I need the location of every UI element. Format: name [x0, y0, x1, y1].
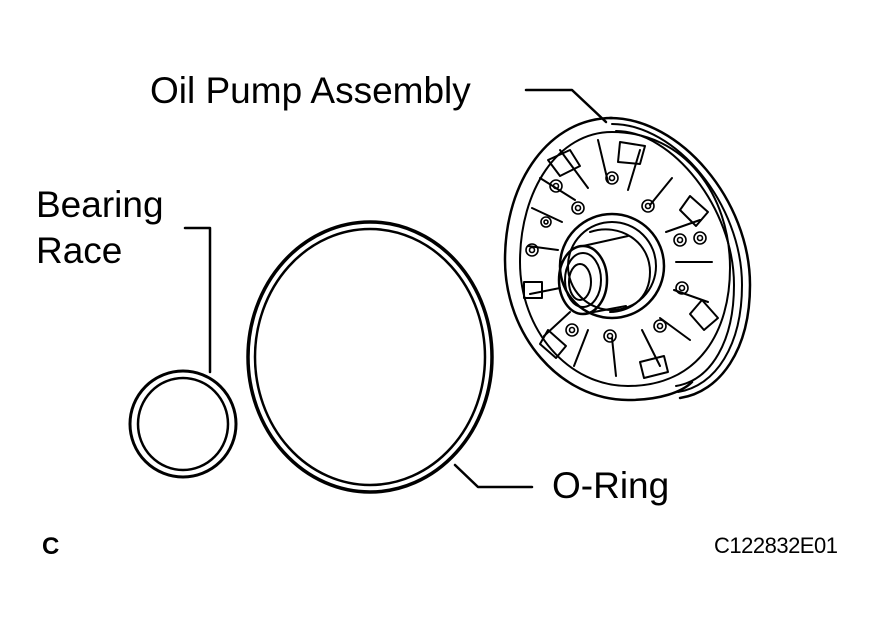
oil-pump-leader-line: [524, 88, 608, 124]
bearing-race-leader-line: [183, 226, 212, 374]
bearing-race: [128, 369, 238, 479]
corner-letter: C: [42, 533, 60, 560]
oil-pump-label: Oil Pump Assembly: [150, 70, 471, 111]
bearing-race-label: Bearing Race: [36, 182, 164, 274]
o-ring-label: O-Ring: [552, 465, 670, 506]
bearing-race-label-line1: Bearing: [36, 184, 164, 225]
bearing-race-label-line2: Race: [36, 230, 123, 271]
figure-code: C122832E01: [714, 533, 838, 558]
o-ring: [246, 220, 494, 494]
oil-pump-assembly: [503, 116, 752, 402]
o-ring-leader-line: [453, 463, 534, 489]
bolts: [525, 171, 707, 343]
